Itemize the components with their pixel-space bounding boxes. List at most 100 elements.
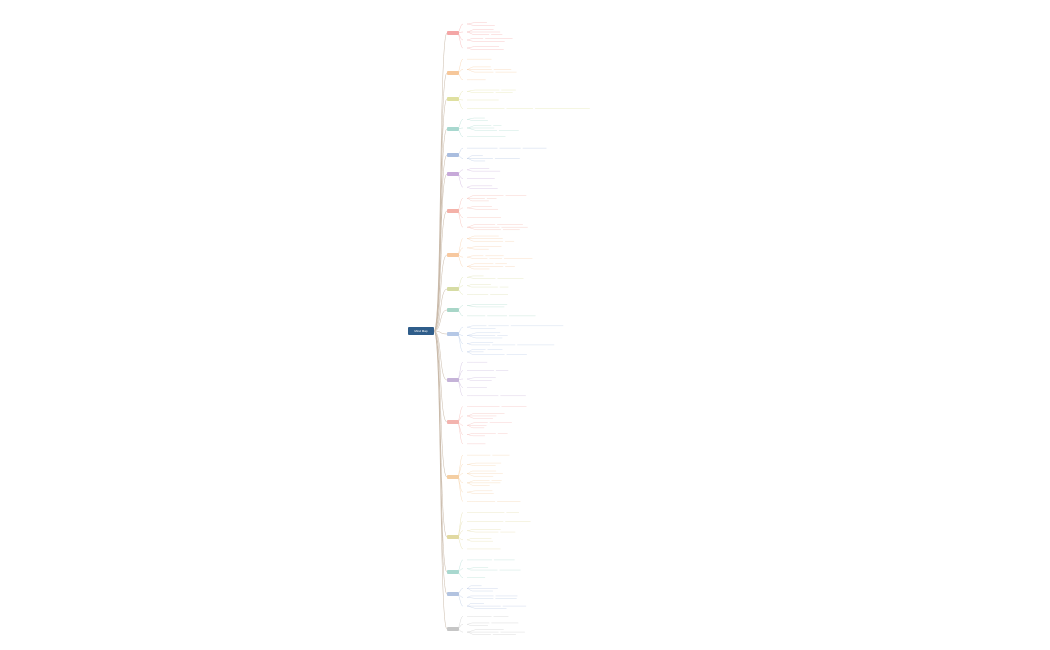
branch-node[interactable] xyxy=(447,97,459,101)
connector-line xyxy=(466,169,501,172)
branch-node[interactable] xyxy=(447,570,459,574)
connector-line xyxy=(466,47,504,50)
connector-line xyxy=(466,539,493,542)
connector-line xyxy=(466,351,505,355)
connector-line xyxy=(456,32,464,49)
connector-line xyxy=(466,464,496,466)
connector-line xyxy=(466,155,483,159)
connector-line xyxy=(466,224,496,228)
connector-line xyxy=(466,624,488,626)
connector-line xyxy=(466,266,490,270)
connector-line xyxy=(466,277,496,279)
connector-line xyxy=(466,470,497,474)
branch-node[interactable] xyxy=(447,592,459,596)
connector-line xyxy=(466,377,496,380)
connector-line xyxy=(466,538,492,540)
branch-node[interactable] xyxy=(447,332,459,336)
connector-line xyxy=(466,38,484,41)
connector-line xyxy=(466,490,493,493)
connector-line xyxy=(466,588,493,592)
branch-node[interactable] xyxy=(447,127,459,131)
connector-line xyxy=(466,434,485,436)
connector-line xyxy=(466,568,498,571)
connector-line xyxy=(466,304,508,306)
connector-line xyxy=(466,66,491,70)
connector-line xyxy=(466,285,498,288)
connector-line xyxy=(466,31,490,35)
branch-node[interactable] xyxy=(447,627,459,631)
connector-line xyxy=(433,330,448,423)
connector-line xyxy=(456,333,464,353)
connector-line xyxy=(466,530,499,533)
connector-line xyxy=(466,168,490,170)
connector-line xyxy=(466,227,501,230)
connector-line xyxy=(466,433,496,435)
connector-line xyxy=(466,631,491,635)
branch-node[interactable] xyxy=(447,71,459,75)
connector-line xyxy=(466,263,494,267)
branch-node[interactable] xyxy=(447,535,459,539)
connector-line xyxy=(466,127,497,131)
connector-line xyxy=(466,256,488,259)
connector-line xyxy=(466,198,489,202)
connector-line xyxy=(466,480,490,484)
connector-line xyxy=(466,89,500,92)
connector-line xyxy=(433,32,448,332)
branch-node[interactable] xyxy=(447,308,459,312)
connector-line xyxy=(466,46,500,49)
branch-node[interactable] xyxy=(447,475,459,479)
connector-line xyxy=(466,119,488,121)
connector-line xyxy=(466,342,494,344)
connector-line xyxy=(466,206,492,209)
branch-node[interactable] xyxy=(447,153,459,157)
branch-node[interactable] xyxy=(447,172,459,176)
connector-line xyxy=(466,585,482,589)
connector-line xyxy=(466,23,495,26)
connector-line xyxy=(433,330,448,630)
connector-line xyxy=(466,158,486,162)
connector-line xyxy=(466,247,489,250)
connector-line xyxy=(466,378,492,381)
branch-node[interactable] xyxy=(447,420,459,424)
connector-line xyxy=(466,491,494,494)
connector-line xyxy=(466,335,503,339)
connector-line xyxy=(466,422,488,426)
connector-line xyxy=(433,330,448,595)
connector-line xyxy=(433,210,448,332)
connector-line xyxy=(466,125,492,129)
connector-line xyxy=(466,207,499,210)
connector-line xyxy=(466,22,487,25)
connector-line xyxy=(466,185,493,188)
connector-line xyxy=(466,326,496,329)
branch-node[interactable] xyxy=(447,253,459,257)
connector-line xyxy=(466,246,502,249)
connector-line xyxy=(466,195,504,199)
connector-line xyxy=(466,187,498,189)
connector-line xyxy=(433,173,448,332)
connector-line xyxy=(456,476,464,502)
root-node[interactable]: Mind Map xyxy=(408,327,434,335)
connector-line xyxy=(433,330,448,538)
connector-line xyxy=(466,284,491,286)
connector-line xyxy=(466,235,499,239)
connector-line xyxy=(466,332,501,336)
connector-line xyxy=(466,415,493,419)
connector-line xyxy=(466,91,494,93)
connector-line xyxy=(466,629,504,633)
connector-line xyxy=(466,595,494,598)
connector-line xyxy=(466,473,494,477)
connector-line xyxy=(466,275,484,278)
branch-node[interactable] xyxy=(447,378,459,382)
connector-line xyxy=(466,462,502,465)
connector-line xyxy=(466,29,494,33)
branch-node[interactable] xyxy=(447,31,459,35)
branch-node[interactable] xyxy=(447,287,459,291)
connector-line xyxy=(466,325,487,328)
connector-line xyxy=(456,210,464,228)
connector-line xyxy=(466,349,486,353)
branch-node[interactable] xyxy=(447,209,459,213)
connector-line xyxy=(456,512,464,538)
connector-line xyxy=(466,482,490,486)
connector-line xyxy=(466,69,494,73)
